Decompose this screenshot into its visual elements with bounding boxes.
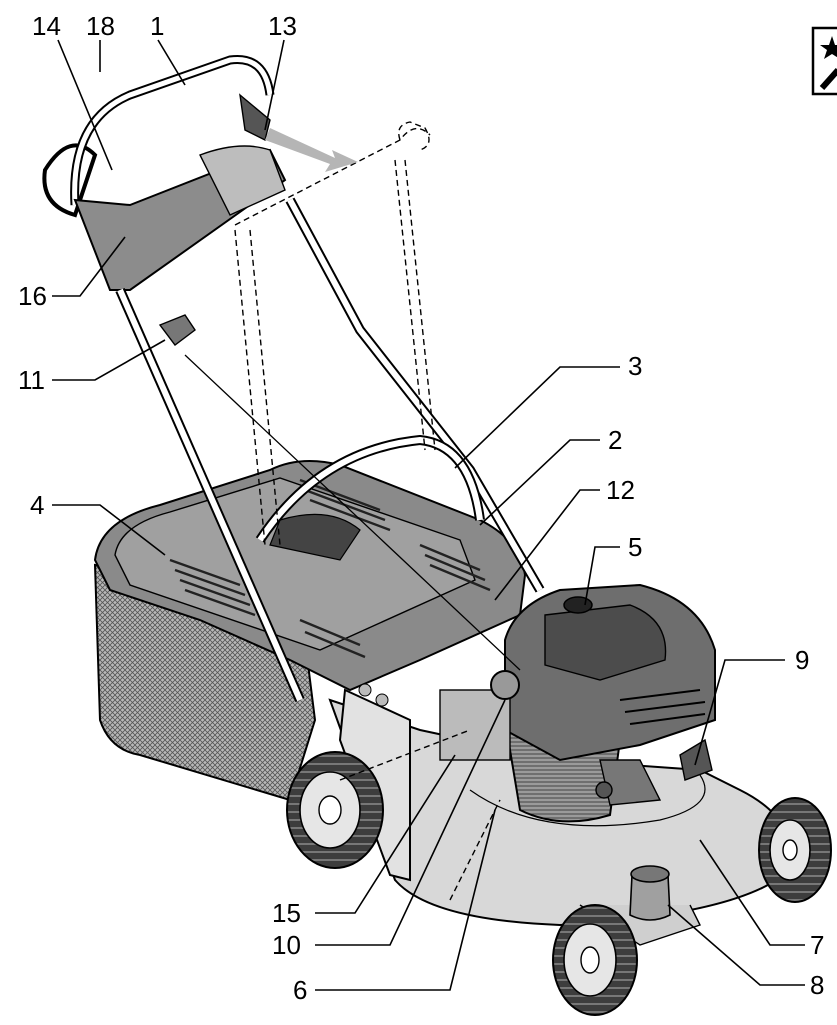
callout-12: 12: [606, 475, 635, 505]
callout-labels: 14 18 1 13 16 11 3 2 12 4 5 9 15 10 7 6 …: [18, 11, 824, 1005]
callout-2: 2: [608, 425, 622, 455]
callout-7: 7: [810, 930, 824, 960]
rear-wheel: [286, 751, 384, 869]
callout-10: 10: [272, 930, 301, 960]
engine: [439, 583, 716, 823]
leader-lines: [52, 39, 805, 991]
callout-15: 15: [272, 898, 301, 928]
callout-18: 18: [86, 11, 115, 41]
callout-9: 9: [795, 645, 809, 675]
callout-5: 5: [628, 532, 642, 562]
callout-11: 11: [18, 365, 45, 395]
callout-16: 16: [18, 281, 47, 311]
star-wrench-icon: [811, 26, 837, 96]
front-wheel-left: [552, 904, 638, 1016]
callout-6: 6: [293, 975, 307, 1005]
grass-catcher: [93, 460, 527, 802]
folded-handle-outline: [234, 121, 501, 901]
callout-1: 1: [150, 11, 164, 41]
callout-3: 3: [628, 351, 642, 381]
callout-13: 13: [268, 11, 297, 41]
callout-8: 8: [810, 970, 824, 1000]
callout-14: 14: [32, 11, 61, 41]
front-wheel-right: [758, 797, 832, 903]
callout-4: 4: [30, 490, 44, 520]
height-adjust-knob: [629, 865, 671, 921]
direction-arrow: [265, 128, 358, 172]
handle-assembly: [42, 54, 545, 703]
